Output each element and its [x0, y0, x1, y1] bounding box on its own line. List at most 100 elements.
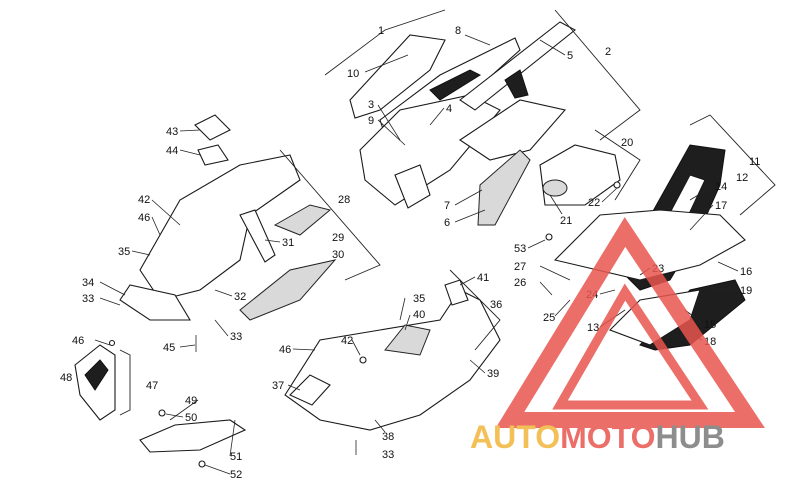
- bracket-28: [279, 149, 381, 281]
- leader-16: [717, 261, 739, 272]
- leader-40: [404, 314, 411, 331]
- callout-36: 36: [490, 299, 502, 311]
- hood-side-vent: [394, 164, 431, 209]
- watermark-logo: AUTOMOTOHUB: [470, 217, 765, 455]
- callout-19: 19: [740, 285, 752, 297]
- leader-35: [131, 250, 151, 256]
- leader-7: [454, 189, 483, 206]
- leader-37: [287, 384, 301, 391]
- leader-46b: [94, 339, 111, 346]
- callout-46b: 46: [72, 335, 84, 347]
- leader-50: [165, 413, 184, 418]
- callout-47: 47: [146, 380, 158, 392]
- bracket-2: [554, 9, 641, 141]
- windshield-strip-edge: [504, 69, 529, 99]
- lower-trim-37: [289, 374, 331, 406]
- callout-27: 27: [514, 261, 526, 273]
- leader-39: [469, 359, 486, 374]
- belly-fastener-52: [198, 460, 206, 468]
- leader-38: [374, 419, 386, 433]
- leader-8: [464, 34, 491, 46]
- group-brackets: [119, 9, 776, 416]
- callout-26: 26: [514, 277, 526, 289]
- callout-50: 50: [185, 412, 197, 424]
- leader-34: [99, 281, 126, 296]
- leader-33a: [214, 319, 229, 337]
- callout-8: 8: [455, 25, 461, 37]
- callout-7: 7: [444, 200, 450, 212]
- callout-13: 13: [587, 322, 599, 334]
- callout-10: 10: [347, 68, 359, 80]
- top-cover-43: [194, 114, 231, 141]
- lower-bracket-41: [444, 279, 469, 306]
- callout-42b: 42: [341, 335, 353, 347]
- leader-53: [527, 239, 546, 249]
- leader-45: [179, 344, 196, 348]
- callout-53: 53: [514, 243, 526, 255]
- leader-32: [214, 289, 233, 297]
- fastener-42b: [359, 356, 367, 364]
- leader-35b: [399, 297, 406, 321]
- fastener-46c: [108, 339, 116, 347]
- callout-42a: 42: [138, 194, 150, 206]
- fastener-53: [545, 233, 553, 241]
- watermark-triangle-inner-icon: [552, 283, 709, 410]
- callout-17: 17: [715, 200, 727, 212]
- leader-43: [179, 129, 201, 132]
- callout-3: 3: [368, 99, 374, 111]
- bracket-20: [594, 129, 641, 201]
- leader-25: [554, 299, 571, 317]
- callout-30: 30: [332, 249, 344, 261]
- leader-42b: [351, 339, 361, 356]
- fasteners: [108, 233, 553, 455]
- callout-34: 34: [82, 277, 94, 289]
- belly-fastener-50: [158, 409, 166, 417]
- leader-51: [229, 419, 236, 457]
- watermark-triangle-icon: [495, 217, 765, 428]
- side-mesh-panel-30: [239, 259, 337, 321]
- callout-49: 49: [185, 395, 197, 407]
- callout-21: 21: [560, 215, 572, 227]
- leader-9: [377, 119, 406, 146]
- leader-24: [599, 289, 616, 295]
- bracket-11: [689, 114, 776, 216]
- callout-16: 16: [740, 266, 752, 278]
- leader-6: [454, 209, 486, 223]
- leader-14: [689, 185, 714, 201]
- belly-pan: [139, 419, 247, 453]
- watermark-auto: AUTO: [470, 419, 560, 455]
- callout-43: 43: [166, 126, 178, 138]
- hood-panel-left: [349, 34, 446, 119]
- leader-21: [549, 194, 563, 215]
- callout-41: 41: [477, 272, 489, 284]
- lower-left-panel-group: [74, 344, 116, 421]
- callout-46c: 46: [279, 344, 291, 356]
- callout-4: 4: [446, 103, 452, 115]
- callout-28: 28: [338, 194, 350, 206]
- callout-51: 51: [230, 451, 242, 463]
- callout-39: 39: [487, 368, 499, 380]
- leader-4: [429, 107, 445, 126]
- callout-29: 29: [332, 232, 344, 244]
- callout-14: 14: [715, 181, 727, 193]
- bumper-left-34: [119, 284, 191, 321]
- callout-35b: 35: [413, 293, 425, 305]
- leader-46c: [292, 348, 316, 351]
- lower-body-shell: [284, 289, 501, 431]
- callout-37: 37: [272, 380, 284, 392]
- windshield-clear-panel: [459, 99, 567, 161]
- bracket-47: [119, 349, 131, 416]
- callout-22: 22: [588, 197, 600, 209]
- callout-32: 32: [234, 291, 246, 303]
- leader-49: [169, 399, 199, 421]
- leader-27: [539, 265, 571, 281]
- leader-44: [179, 149, 201, 156]
- belly-pan-group: [139, 409, 247, 468]
- dash-fastener: [613, 181, 621, 189]
- callout-33a: 33: [230, 331, 242, 343]
- leader-52: [204, 464, 231, 475]
- callout-20: 20: [621, 137, 633, 149]
- callout-48: 48: [60, 372, 72, 384]
- callout-9: 9: [368, 115, 374, 127]
- callout-12: 12: [736, 172, 748, 184]
